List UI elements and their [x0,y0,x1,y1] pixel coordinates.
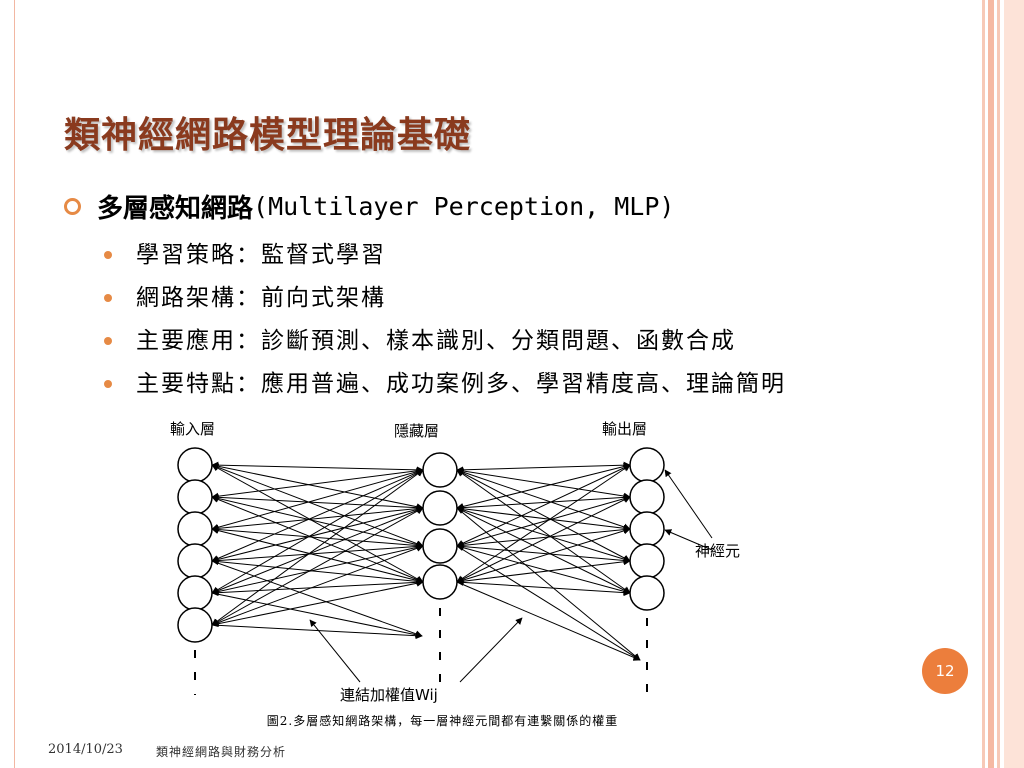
neuron-node [629,511,665,547]
connection-line [211,578,424,597]
neuron-node [177,575,213,611]
connection-line [456,545,641,661]
neuron-node [629,447,665,483]
connection-line [456,581,641,661]
footer-title: 類神經網路與財務分析 [156,745,287,759]
sub-bullet: 主要特點：應用普遍、成功案例多、學習精度高、理論簡明 [104,369,884,399]
main-bullet-zh: 多層感知網路 [97,194,254,224]
right-frame-stripe [982,0,985,768]
annotation-arrows [309,469,713,683]
connection-line [456,493,631,512]
connection-line [456,461,631,474]
ring-bullet-icon [64,198,81,215]
neuron-nodes [177,447,665,643]
dot-bullet-icon [104,380,112,388]
neuron-node [422,452,458,488]
connection-line [456,468,631,531]
sub-bullet-text: 主要應用：診斷預測、樣本識別、分類問題、函數合成 [136,328,736,354]
output-layer-label: 輸出層 [602,420,647,438]
input-layer-label: 輸入層 [170,420,215,438]
dot-bullet-icon [104,251,112,259]
connection-line [211,463,424,548]
connection-line [456,558,631,585]
weights-pointer [459,617,523,683]
sub-bullet-text: 主要特點：應用普遍、成功案例多、學習精度高、理論簡明 [136,371,786,397]
right-frame-stripe [997,0,1000,768]
hidden-layer-label: 隱藏層 [394,422,439,440]
connection-line [211,468,424,531]
dot-bullet-icon [104,337,112,345]
continuation-dashes [194,608,648,695]
neuron-node [177,607,213,643]
connection-line [211,560,423,638]
connection-line [456,505,631,532]
connection-line [456,507,641,661]
main-bullet-en: (Multilayer Perception, MLP) [253,192,675,221]
neuron-node [177,543,213,579]
connection-line [211,495,424,548]
mlp-diagram: 輸入層 隱藏層 輸出層 神經元 連結加權值Wij [160,410,800,710]
connection-line [456,578,631,597]
neuron-node [422,528,458,564]
weights-pointer [309,619,361,683]
figure-caption: 圖2.多層感知網路架構，每一層神經元間都有連繫關係的權重 [266,714,619,728]
connection-line [456,463,631,510]
sub-bullet: 主要應用：診斷預測、樣本識別、分類問題、函數合成 [104,326,884,356]
connection-lines [211,461,641,661]
connection-line [211,493,424,512]
connection-line [211,461,424,474]
connection-line [211,592,423,639]
weights-label: 連結加權值Wij [340,686,438,704]
right-frame-stripe [988,0,994,768]
connection-line [211,579,424,628]
sub-bullet-text: 網路架構：前向式架構 [136,285,386,311]
main-bullet: 多層感知網路 (Multilayer Perception, MLP) [64,188,884,225]
neuron-node [629,543,665,579]
neuron-pointer [664,529,713,551]
dot-bullet-icon [104,294,112,302]
connection-line [211,462,424,511]
left-frame-line [14,0,15,768]
neuron-node [177,447,213,483]
neuron-pointer [664,469,713,539]
connection-line [211,624,423,640]
sub-bullet: 學習策略：監督式學習 [104,240,884,270]
page-number-badge: 12 [922,648,968,694]
neuron-node [177,479,213,515]
sub-bullet: 網路架構：前向式架構 [104,283,884,313]
neuron-node [422,564,458,600]
neuron-label: 神經元 [695,542,740,560]
connection-line [211,507,424,594]
neuron-node [177,511,213,547]
right-frame-band [1004,0,1024,768]
neuron-node [629,575,665,611]
neuron-node [422,490,458,526]
connection-line [456,495,631,548]
sub-bullet-text: 學習策略：監督式學習 [136,242,386,268]
mlp-network-svg: 輸入層 隱藏層 輸出層 神經元 連結加權值Wij [170,420,740,704]
slide-title: 類神經網路模型理論基礎 [64,114,472,156]
neuron-node [629,479,665,515]
connection-line [456,464,631,547]
footer-date: 2014/10/23 [48,742,123,757]
